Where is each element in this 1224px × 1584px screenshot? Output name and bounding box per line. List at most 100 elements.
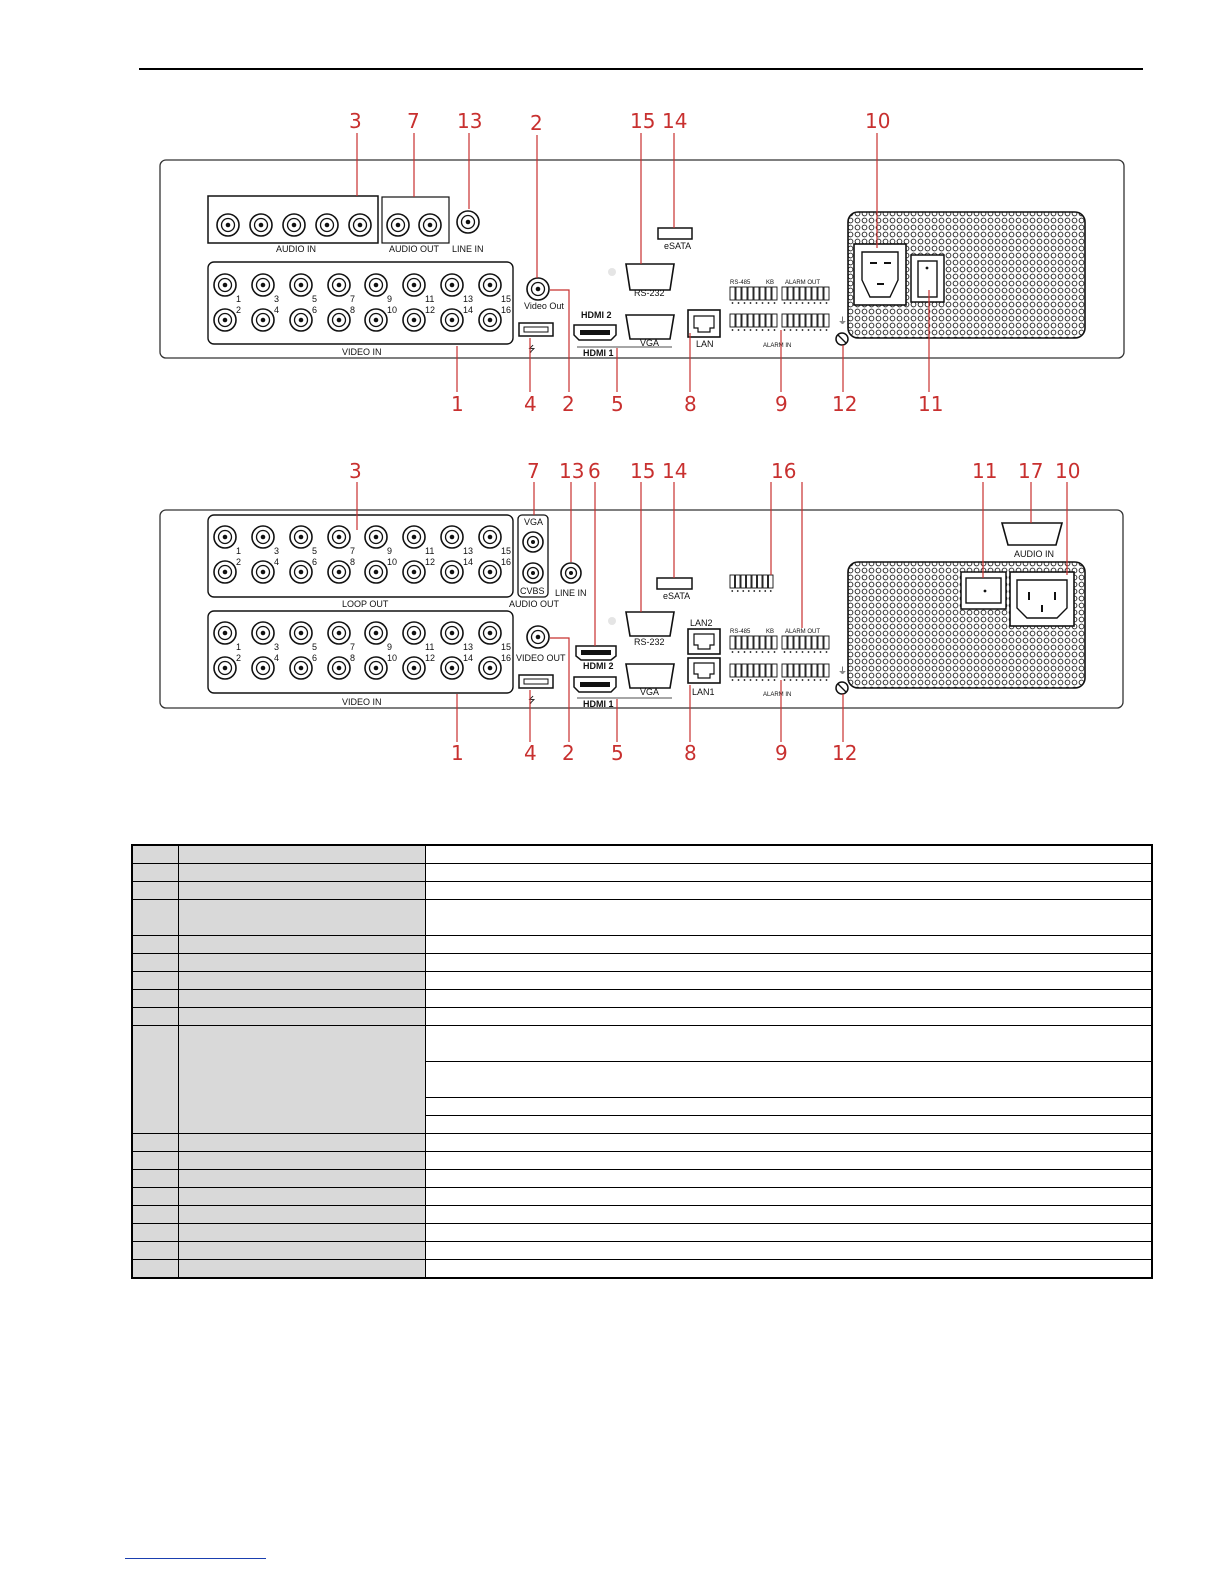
terminal-pin [781, 286, 788, 301]
footer-link-underline[interactable] [125, 1558, 266, 1559]
lan2-port [687, 628, 721, 655]
terminal-pin [793, 313, 800, 328]
callout-9: 9 [775, 392, 788, 416]
connector-number: 1 [236, 546, 241, 556]
connector-number: 9 [387, 294, 392, 304]
terminal-pin-dot [736, 590, 739, 592]
terminal-pin-dot [731, 590, 734, 592]
callout-2: 2 [530, 111, 543, 135]
terminal-pin-dot [783, 302, 786, 304]
callout-b14: 14 [662, 459, 687, 483]
terminal-pin [823, 635, 830, 650]
callout-b7: 7 [527, 459, 540, 483]
terminal-pin-dot [753, 590, 756, 592]
connector-number: 3 [274, 546, 279, 556]
terminal-pin-dot [758, 590, 761, 592]
top-leader-lines [356, 133, 930, 392]
terminal-pin [799, 313, 806, 328]
label-hdmi1-b: HDMI 1 [583, 699, 614, 709]
connector-number: 13 [463, 294, 473, 304]
svg-text:⏚: ⏚ [838, 316, 847, 326]
terminal-pin [793, 635, 800, 650]
usb-port [518, 322, 554, 337]
terminal-pin-dot [747, 590, 750, 592]
connector-number: 12 [425, 653, 435, 663]
terminal-pin-dot [813, 302, 816, 304]
terminal-pin-dot [789, 651, 792, 653]
terminal-pin-dot [731, 329, 734, 331]
connector-number: 4 [274, 305, 279, 315]
label-esata: eSATA [664, 241, 691, 251]
terminal-pin [746, 574, 752, 589]
label-vga: VGA [640, 338, 659, 348]
terminal-pin-dot [807, 302, 810, 304]
label-alarm-out: ALARM OUT [785, 280, 820, 286]
callout-b11: 11 [972, 459, 997, 483]
connector-number: 10 [387, 557, 397, 567]
terminal-pin [781, 635, 788, 650]
terminal-block-upper [729, 286, 830, 304]
terminal-pin [747, 286, 754, 301]
terminal-block-lower [729, 313, 830, 331]
table-row [131, 971, 1153, 990]
connector-number: 9 [387, 546, 392, 556]
terminal-pin [768, 574, 774, 589]
terminal-pin [765, 635, 772, 650]
terminal-pin-dot [801, 329, 804, 331]
terminal-pin-dot [767, 651, 770, 653]
table-row [131, 1205, 1153, 1224]
audio-in-port [1000, 522, 1064, 546]
terminal-block-16 [729, 574, 774, 592]
table-row [131, 844, 1153, 864]
terminal-pin-dot [807, 679, 810, 681]
connector-number: 8 [350, 557, 355, 567]
terminal-pin-dot [743, 651, 746, 653]
terminal-pin-dot [761, 679, 764, 681]
label-cvbs: CVBS [520, 586, 545, 596]
terminal-pin-dot [731, 302, 734, 304]
terminal-pin [765, 663, 772, 678]
connector-number: 7 [350, 294, 355, 304]
esata-port-b [656, 577, 693, 590]
terminal-pin-dot [813, 329, 816, 331]
label-kb: KB [766, 280, 774, 286]
terminal-pin [735, 635, 742, 650]
terminal-pin-dot [731, 651, 734, 653]
terminal-pin-dot [825, 302, 828, 304]
connector-number: 8 [350, 653, 355, 663]
callout-b12: 12 [832, 741, 857, 765]
connector-number: 15 [501, 294, 511, 304]
callout-b1: 1 [451, 741, 464, 765]
terminal-pin-dot [749, 329, 752, 331]
terminal-pin [823, 313, 830, 328]
terminal-pin [811, 286, 818, 301]
callout-2b: 2 [562, 392, 575, 416]
connector-number: 12 [425, 557, 435, 567]
table-row [131, 881, 1153, 900]
terminal-pin [793, 286, 800, 301]
label-line-in: LINE IN [452, 244, 484, 254]
terminal-pin-dot [737, 679, 740, 681]
callout-b2: 2 [562, 741, 575, 765]
terminal-pin-dot [819, 329, 822, 331]
connector-number: 2 [236, 305, 241, 315]
audio-in-group [207, 195, 379, 244]
callout-b10: 10 [1055, 459, 1080, 483]
terminal-pin [771, 635, 778, 650]
terminal-pin-dot [767, 329, 770, 331]
connector-number: 15 [501, 546, 511, 556]
label-line-in-b: LINE IN [555, 588, 587, 598]
callout-b9: 9 [775, 741, 788, 765]
terminal-pin [759, 313, 766, 328]
terminal-pin [751, 574, 757, 589]
terminal-pin [759, 635, 766, 650]
terminal-pin [759, 663, 766, 678]
label-rs485-b: RS-485 [730, 629, 751, 635]
connector-number: 16 [501, 653, 511, 663]
label-alarm-in-b: ALARM IN [763, 692, 791, 698]
label-vga-audio: VGA [524, 517, 543, 527]
terminal-pin-dot [819, 679, 822, 681]
callout-4: 4 [524, 392, 537, 416]
label-video-out: Video Out [524, 301, 564, 311]
